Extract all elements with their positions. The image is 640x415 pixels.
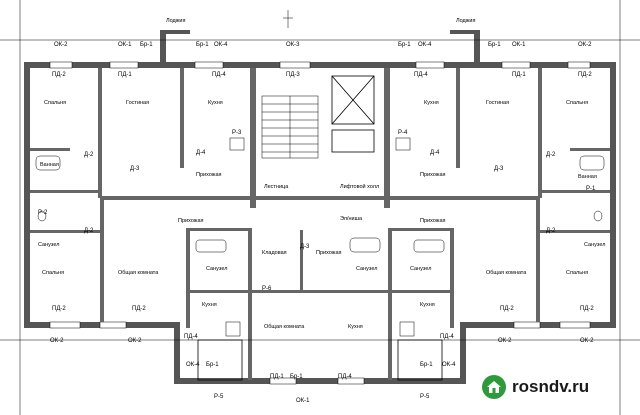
mark-ok1-top-left: ОК-1 <box>118 42 132 48</box>
room-kitchen-center: Кухня <box>348 324 363 330</box>
mark-d4-r: Д-4 <box>430 150 440 156</box>
mark-pd2-tl: ПД-2 <box>52 72 66 78</box>
mark-pd4-br: ПД-4 <box>440 334 454 340</box>
mark-br1-bb: Бр-1 <box>290 374 303 380</box>
mark-r1: Р-1 <box>586 186 596 192</box>
mark-br1-bb-l: Бр-1 <box>206 362 219 368</box>
inner-walls <box>30 68 610 380</box>
mark-pd2-br: ПД-2 <box>500 306 514 312</box>
mark-pd2-tr: ПД-2 <box>578 72 592 78</box>
room-loggia-left: Лоджия <box>166 18 186 24</box>
mark-br1-top-3: Бр-1 <box>398 42 411 48</box>
mark-ok2-br: ОК-2 <box>498 338 512 344</box>
room-pantry: Кладовая <box>262 250 287 256</box>
room-su-left: Санузел <box>38 242 59 248</box>
mark-pd2-br2: ПД-2 <box>580 306 594 312</box>
room-hall-right: Прихожая <box>420 172 446 178</box>
room-kitchen-bottom-left: Кухня <box>202 302 217 308</box>
mark-r4: Р-4 <box>398 130 408 136</box>
room-bath-right: Ванная <box>578 174 597 180</box>
mark-r6: Р-6 <box>262 286 272 292</box>
room-su3: Санузел <box>356 266 377 272</box>
mark-ok2-br2: ОК-2 <box>580 338 594 344</box>
mark-ok4-bb-r: ОК-4 <box>442 362 456 368</box>
mark-pd2-bl: ПД-2 <box>52 306 66 312</box>
mark-pd4-tl: ПД-4 <box>212 72 226 78</box>
room-bed2-left: Спальня <box>42 270 64 276</box>
mark-br1-top-2: Бр-1 <box>196 42 209 48</box>
room-living-left: Гостиная <box>126 100 149 106</box>
room-kitchen-left: Кухня <box>208 100 223 106</box>
room-bath-left: Ванная <box>40 162 59 168</box>
outer-walls <box>24 30 616 384</box>
room-hall2-left: Прихожая <box>178 218 204 224</box>
room-kitchen-bottom-right: Кухня <box>420 302 435 308</box>
mark-d2-l2: Д-2 <box>84 228 94 234</box>
watermark-text: rosndv.ru <box>512 377 590 396</box>
mark-d2-r2: Д-2 <box>546 228 556 234</box>
room-loggia-right: Лоджия <box>456 18 476 24</box>
mark-ok4-top-right: ОК-4 <box>418 42 432 48</box>
room-labels: Лоджия Лоджия Спальня Гостиная Кухня Кух… <box>38 18 605 330</box>
room-common-center: Общая комната <box>264 324 305 330</box>
room-kitchen-right: Кухня <box>424 100 439 106</box>
mark-ok4-top-left: ОК-4 <box>214 42 228 48</box>
room-hall-left: Прихожая <box>196 172 222 178</box>
mark-ok1-top-right: ОК-1 <box>512 42 526 48</box>
watermark: rosndv.ru <box>482 372 589 402</box>
mark-d3-r: Д-3 <box>494 166 504 172</box>
room-hall3: Прихожая <box>316 250 342 256</box>
mark-ok4-bb-l: ОК-4 <box>186 362 200 368</box>
mark-pd4-bl: ПД-4 <box>184 334 198 340</box>
mark-pd1-tr: ПД-1 <box>512 72 526 78</box>
mark-d3-c: Д-3 <box>300 244 310 250</box>
mark-ok2-bl2: ОК-2 <box>128 338 142 344</box>
mark-r5-l: Р-5 <box>214 394 224 400</box>
mark-ok2-bl: ОК-2 <box>50 338 64 344</box>
lift-shaft <box>331 75 375 153</box>
room-stair: Лестница <box>264 184 289 190</box>
mark-br1-bb-r: Бр-1 <box>420 362 433 368</box>
balconies <box>197 339 443 381</box>
mark-ok2-top-right: ОК-2 <box>578 42 592 48</box>
mark-pd4-tr: ПД-4 <box>414 72 428 78</box>
room-bed2-right: Спальня <box>566 270 588 276</box>
mark-pd1-bb: ПД-1 <box>270 374 284 380</box>
room-su2-right: Санузел <box>410 266 431 272</box>
mark-r3: Р-3 <box>232 130 242 136</box>
staircase <box>261 95 319 159</box>
mark-d2-r: Д-2 <box>546 152 556 158</box>
mark-br1-top-left: Бр-1 <box>140 42 153 48</box>
mark-pd4-bb: ПД-4 <box>338 374 352 380</box>
mark-d2-l: Д-2 <box>84 152 94 158</box>
fixtures <box>35 137 605 337</box>
window-openings <box>49 61 591 385</box>
mark-pd3: ПД-3 <box>286 72 300 78</box>
room-bedroom-left: Спальня <box>44 100 66 106</box>
mark-ok1-bottom: ОК-1 <box>296 398 310 404</box>
room-su-right: Санузел <box>584 242 605 248</box>
mark-d3-l: Д-3 <box>130 166 140 172</box>
room-su2-left: Санузел <box>206 266 227 272</box>
mark-ok2-top-left: ОК-2 <box>54 42 68 48</box>
room-hall2-right: Прихожая <box>420 218 446 224</box>
room-living-right: Гостиная <box>486 100 509 106</box>
room-common-right: Общая комната <box>486 270 527 276</box>
house-logo-icon <box>482 375 506 399</box>
mark-pd1-tl: ПД-1 <box>118 72 132 78</box>
mark-r2: Р-2 <box>38 210 48 216</box>
marks-layer: ОК-2 ОК-1 Бр-1 Бр-1 ОК-4 ОК-3 Бр-1 ОК-4 … <box>38 42 596 404</box>
room-common-left: Общая комната <box>118 270 159 276</box>
mark-ok3-top: ОК-3 <box>286 42 300 48</box>
mark-pd2-bl2: ПД-2 <box>132 306 146 312</box>
room-bedroom-right: Спальня <box>566 100 588 106</box>
room-electrical-niche: Эл/ниша <box>340 216 363 222</box>
mark-r5-r: Р-5 <box>420 394 430 400</box>
mark-d4-l: Д-4 <box>196 150 206 156</box>
room-lift-hall: Лифтовой холл <box>340 183 379 190</box>
mark-br1-top-right: Бр-1 <box>488 42 501 48</box>
